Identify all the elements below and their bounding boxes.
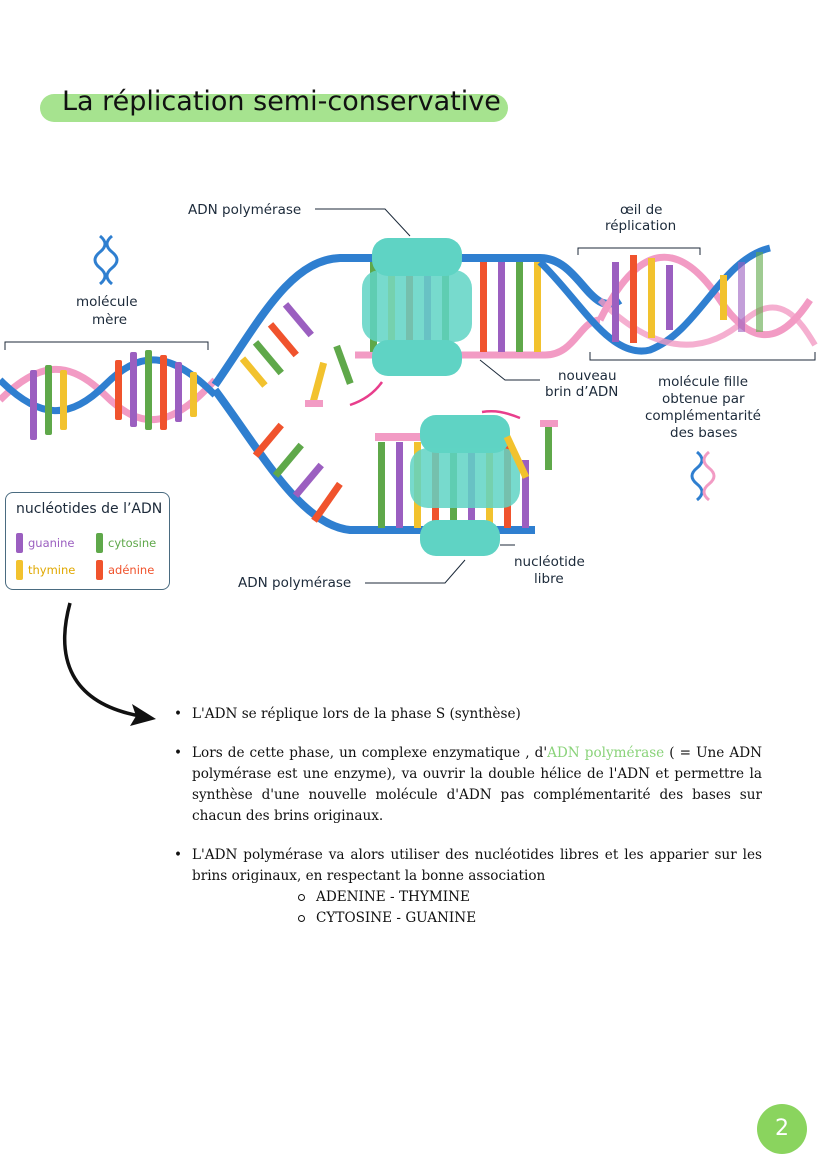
label-nouveau-2: brin d’ADN	[545, 384, 618, 400]
legend-item-adenine: adénine	[96, 560, 154, 580]
page-title: La réplication semi-conservative	[62, 86, 501, 117]
page-number-badge: 2	[757, 1104, 807, 1154]
legend-item-thymine: thymine	[16, 560, 75, 580]
label-nucleotide-2: libre	[534, 571, 564, 587]
bullet-polymerase-post: ( = Une ADN polymérase est une enzyme), …	[192, 745, 762, 824]
legend-label-cytosine: cytosine	[108, 536, 157, 550]
bullet-nucleotides: L'ADN polymérase va alors utiliser des n…	[172, 845, 762, 887]
label-polymerase-top: ADN polymérase	[188, 202, 301, 218]
label-oeil-2: réplication	[605, 218, 676, 234]
legend-item-guanine: guanine	[16, 533, 74, 553]
small-helix-icon-bottom	[690, 450, 716, 502]
thymine-swatch	[16, 560, 23, 580]
polymerase-top	[362, 238, 472, 376]
label-fille-4: des bases	[670, 425, 737, 441]
pairing-cg: CYTOSINE - GUANINE	[296, 908, 762, 929]
polymerase-bottom	[410, 415, 520, 556]
legend-label-guanine: guanine	[28, 536, 75, 550]
free-nucleotides	[305, 344, 558, 479]
bullet-polymerase: Lors de cette phase, un complexe enzymat…	[172, 743, 762, 827]
label-mere-1: molécule	[76, 294, 138, 310]
label-nucleotide-1: nucléotide	[514, 554, 585, 570]
explanation-list: L'ADN se réplique lors de la phase S (sy…	[172, 704, 762, 929]
cytosine-swatch	[96, 533, 103, 553]
pairing-sublist: ADENINE - THYMINE CYTOSINE - GUANINE	[172, 887, 762, 929]
bullet-phase-s: L'ADN se réplique lors de la phase S (sy…	[172, 704, 762, 725]
annotation-lines	[4, 208, 816, 584]
legend-title: nucléotides de l’ADN	[16, 501, 163, 517]
guanine-swatch	[16, 533, 23, 553]
legend-label-thymine: thymine	[28, 563, 76, 577]
legend-label-adenine: adénine	[108, 563, 155, 577]
label-fille-3: complémentarité	[645, 408, 761, 424]
adenine-swatch	[96, 560, 103, 580]
motion-arrows	[349, 381, 521, 420]
parent-molecule-helix	[0, 350, 218, 440]
dna-replication-diagram: ADN polymérase ADN polymérase œil de rép…	[0, 202, 818, 591]
label-fille-1: molécule fille	[658, 374, 748, 390]
highlight-adn-polymerase: ADN polymérase	[547, 745, 665, 761]
curved-arrow-icon	[62, 602, 156, 726]
label-fille-2: obtenue par	[662, 391, 745, 407]
bullet-polymerase-pre: Lors de cette phase, un complexe enzymat…	[192, 745, 548, 761]
label-mere-2: mère	[92, 312, 127, 328]
pairing-at: ADENINE - THYMINE	[296, 887, 762, 908]
title-block: La réplication semi-conservative	[40, 86, 510, 124]
label-polymerase-bottom: ADN polymérase	[238, 575, 351, 591]
legend-item-cytosine: cytosine	[96, 533, 156, 553]
label-nouveau-1: nouveau	[558, 368, 617, 384]
label-oeil-1: œil de	[620, 202, 662, 218]
title-highlight	[40, 94, 508, 122]
nucleotide-legend: nucléotides de l’ADN guanine cytosine th…	[5, 492, 170, 590]
small-helix-icon-top	[93, 234, 119, 286]
daughter-molecule-helix	[537, 244, 818, 355]
